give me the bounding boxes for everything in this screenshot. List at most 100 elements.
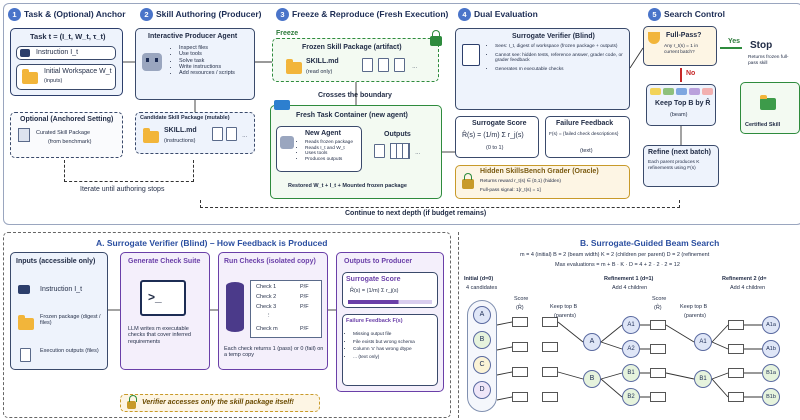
freeze-box [272, 38, 439, 82]
score-label: Score [514, 296, 529, 302]
chat-icon [18, 285, 30, 294]
folder-icon [143, 128, 159, 143]
score-sub: (0 to 1) [486, 145, 504, 151]
doc-icon [362, 58, 373, 72]
restored-label: Restored W_t + I_t + Mounted frozen pack… [288, 183, 407, 189]
candidate-node: A [473, 306, 491, 324]
candidate-node: C [473, 356, 491, 374]
lock-icon [462, 173, 474, 189]
verifier-bullet: Generates m executable checks [495, 67, 623, 73]
score-cell [650, 320, 666, 330]
score-cell [728, 368, 744, 378]
candidate-file: SKILL.md [164, 127, 197, 134]
pf-label: P/F [300, 326, 309, 332]
ref2-title: Refinement 2 (d= [722, 276, 767, 282]
candidate-swatch [702, 88, 713, 95]
score-title: Surrogate Score [472, 120, 527, 127]
check-item: Check 3 [256, 304, 277, 310]
check-item: Check 1 [256, 284, 277, 290]
parent-node: A [583, 333, 601, 351]
score-cell [542, 367, 558, 377]
grader-title: Hidden SkillsBench Grader (Oracle) [480, 168, 599, 175]
out-score-title: Surrogate Score [346, 276, 401, 283]
iterate-loop [64, 160, 194, 182]
fb-item: ... (text only) [353, 355, 415, 361]
candidate-title: Candidate Skill Package (mutable) [140, 115, 230, 121]
child-node: A1b [762, 340, 780, 358]
feedback-box [545, 116, 630, 158]
candidate-node: D [473, 381, 491, 399]
agent-bullet: Uses tools [305, 151, 353, 157]
child-node: A1 [622, 316, 640, 334]
ref2-sub: Add 4 children [730, 285, 766, 291]
producer-bullet: Solve task [179, 58, 235, 64]
score-formula: R̂(s) = (1/m) Σ r_j(s) [462, 132, 524, 139]
lock-icon [127, 395, 137, 409]
score-cell [542, 392, 558, 402]
candidate-swatch [676, 88, 687, 95]
producer-bullet: Write instructions [179, 64, 235, 70]
yes-label: Yes [728, 38, 741, 45]
input-item: Instruction I_t [40, 286, 83, 293]
anchor-sub: (from benchmark) [48, 139, 92, 145]
keeptop-label: Keep Top B by R̂ [655, 100, 711, 107]
child-node: A2 [622, 340, 640, 358]
producer-bullet: Inspect files [179, 45, 235, 51]
connector [665, 324, 695, 380]
verifier-bullets: Sees: I_t, digest of workspace (frozen p… [488, 44, 623, 72]
anchor-label: Curated Skill Package [36, 130, 91, 136]
database-icon [226, 282, 244, 332]
stop-label: Stop [750, 40, 773, 51]
out-score-formula: R̂(s) = (1/m) Σ r_j(s) [350, 288, 399, 294]
note-text: Verifier accesses only the skill package… [142, 399, 294, 406]
container-title: Fresh Task Container (new agent) [296, 112, 408, 119]
verifier-title: Surrogate Verifier (Blind) [512, 33, 595, 40]
ref1-title: Refinement 1 (d=1) [604, 276, 654, 282]
child-node: B1a [762, 364, 780, 382]
verifier-box [455, 28, 630, 110]
agent-bullet: Reads frozen package [305, 140, 353, 146]
yes-arrow [720, 47, 742, 49]
child-node: A1a [762, 316, 780, 334]
pf-label: P/F [300, 304, 309, 310]
robot-eyes [146, 58, 158, 62]
check-item: Check m [256, 326, 278, 332]
keeptop-sub: (beam) [670, 112, 688, 118]
check-item: ⋮ [266, 313, 272, 319]
connector [640, 324, 650, 398]
checks-list [250, 280, 322, 338]
keep-label: Keep top B [550, 304, 578, 310]
fullpass-sub: Any r_t(s) = 1 in current batch? [664, 44, 698, 55]
trophy-icon [648, 32, 660, 44]
out-fb-title: Failure Feedback F(s) [346, 318, 403, 324]
score-cell [512, 392, 528, 402]
grader-box [455, 165, 630, 199]
gen-title: Generate Check Suite [128, 258, 201, 265]
producer-bullet: Use tools [179, 51, 235, 57]
score-cell [512, 342, 528, 352]
agent-bullet: Reads I_t and W_t [305, 146, 353, 152]
instruction-chip [16, 46, 116, 60]
producer-bullets: Inspect files Use tools Solve task Write… [172, 45, 235, 77]
instruction-label: Instruction I_t [36, 49, 79, 56]
out-title: Outputs to Producer [344, 258, 413, 265]
refine-sub: Each parent produces K refinements using… [648, 160, 700, 171]
certified-label: Certified Skill [745, 122, 781, 128]
code-icon [226, 127, 237, 141]
ref1-sub: Add 4 children [612, 285, 648, 291]
producer-title: Interactive Producer Agent [148, 33, 238, 40]
candidate-swatch [689, 88, 700, 95]
frozen-file: SKILL.md [306, 58, 339, 65]
verifier-bullet: Cannot see: hidden tests, reference answ… [495, 53, 623, 64]
connector [629, 47, 644, 69]
child-node: B1b [762, 388, 780, 406]
fullpass-question: Full-Pass? [666, 32, 702, 39]
out-fb-items: Missing output file File exists but wron… [346, 332, 415, 360]
score-cell [512, 367, 528, 377]
fb-item: File exists but wrong schema [353, 340, 415, 346]
connector [557, 321, 584, 380]
freeze-label: Freeze [276, 30, 299, 37]
